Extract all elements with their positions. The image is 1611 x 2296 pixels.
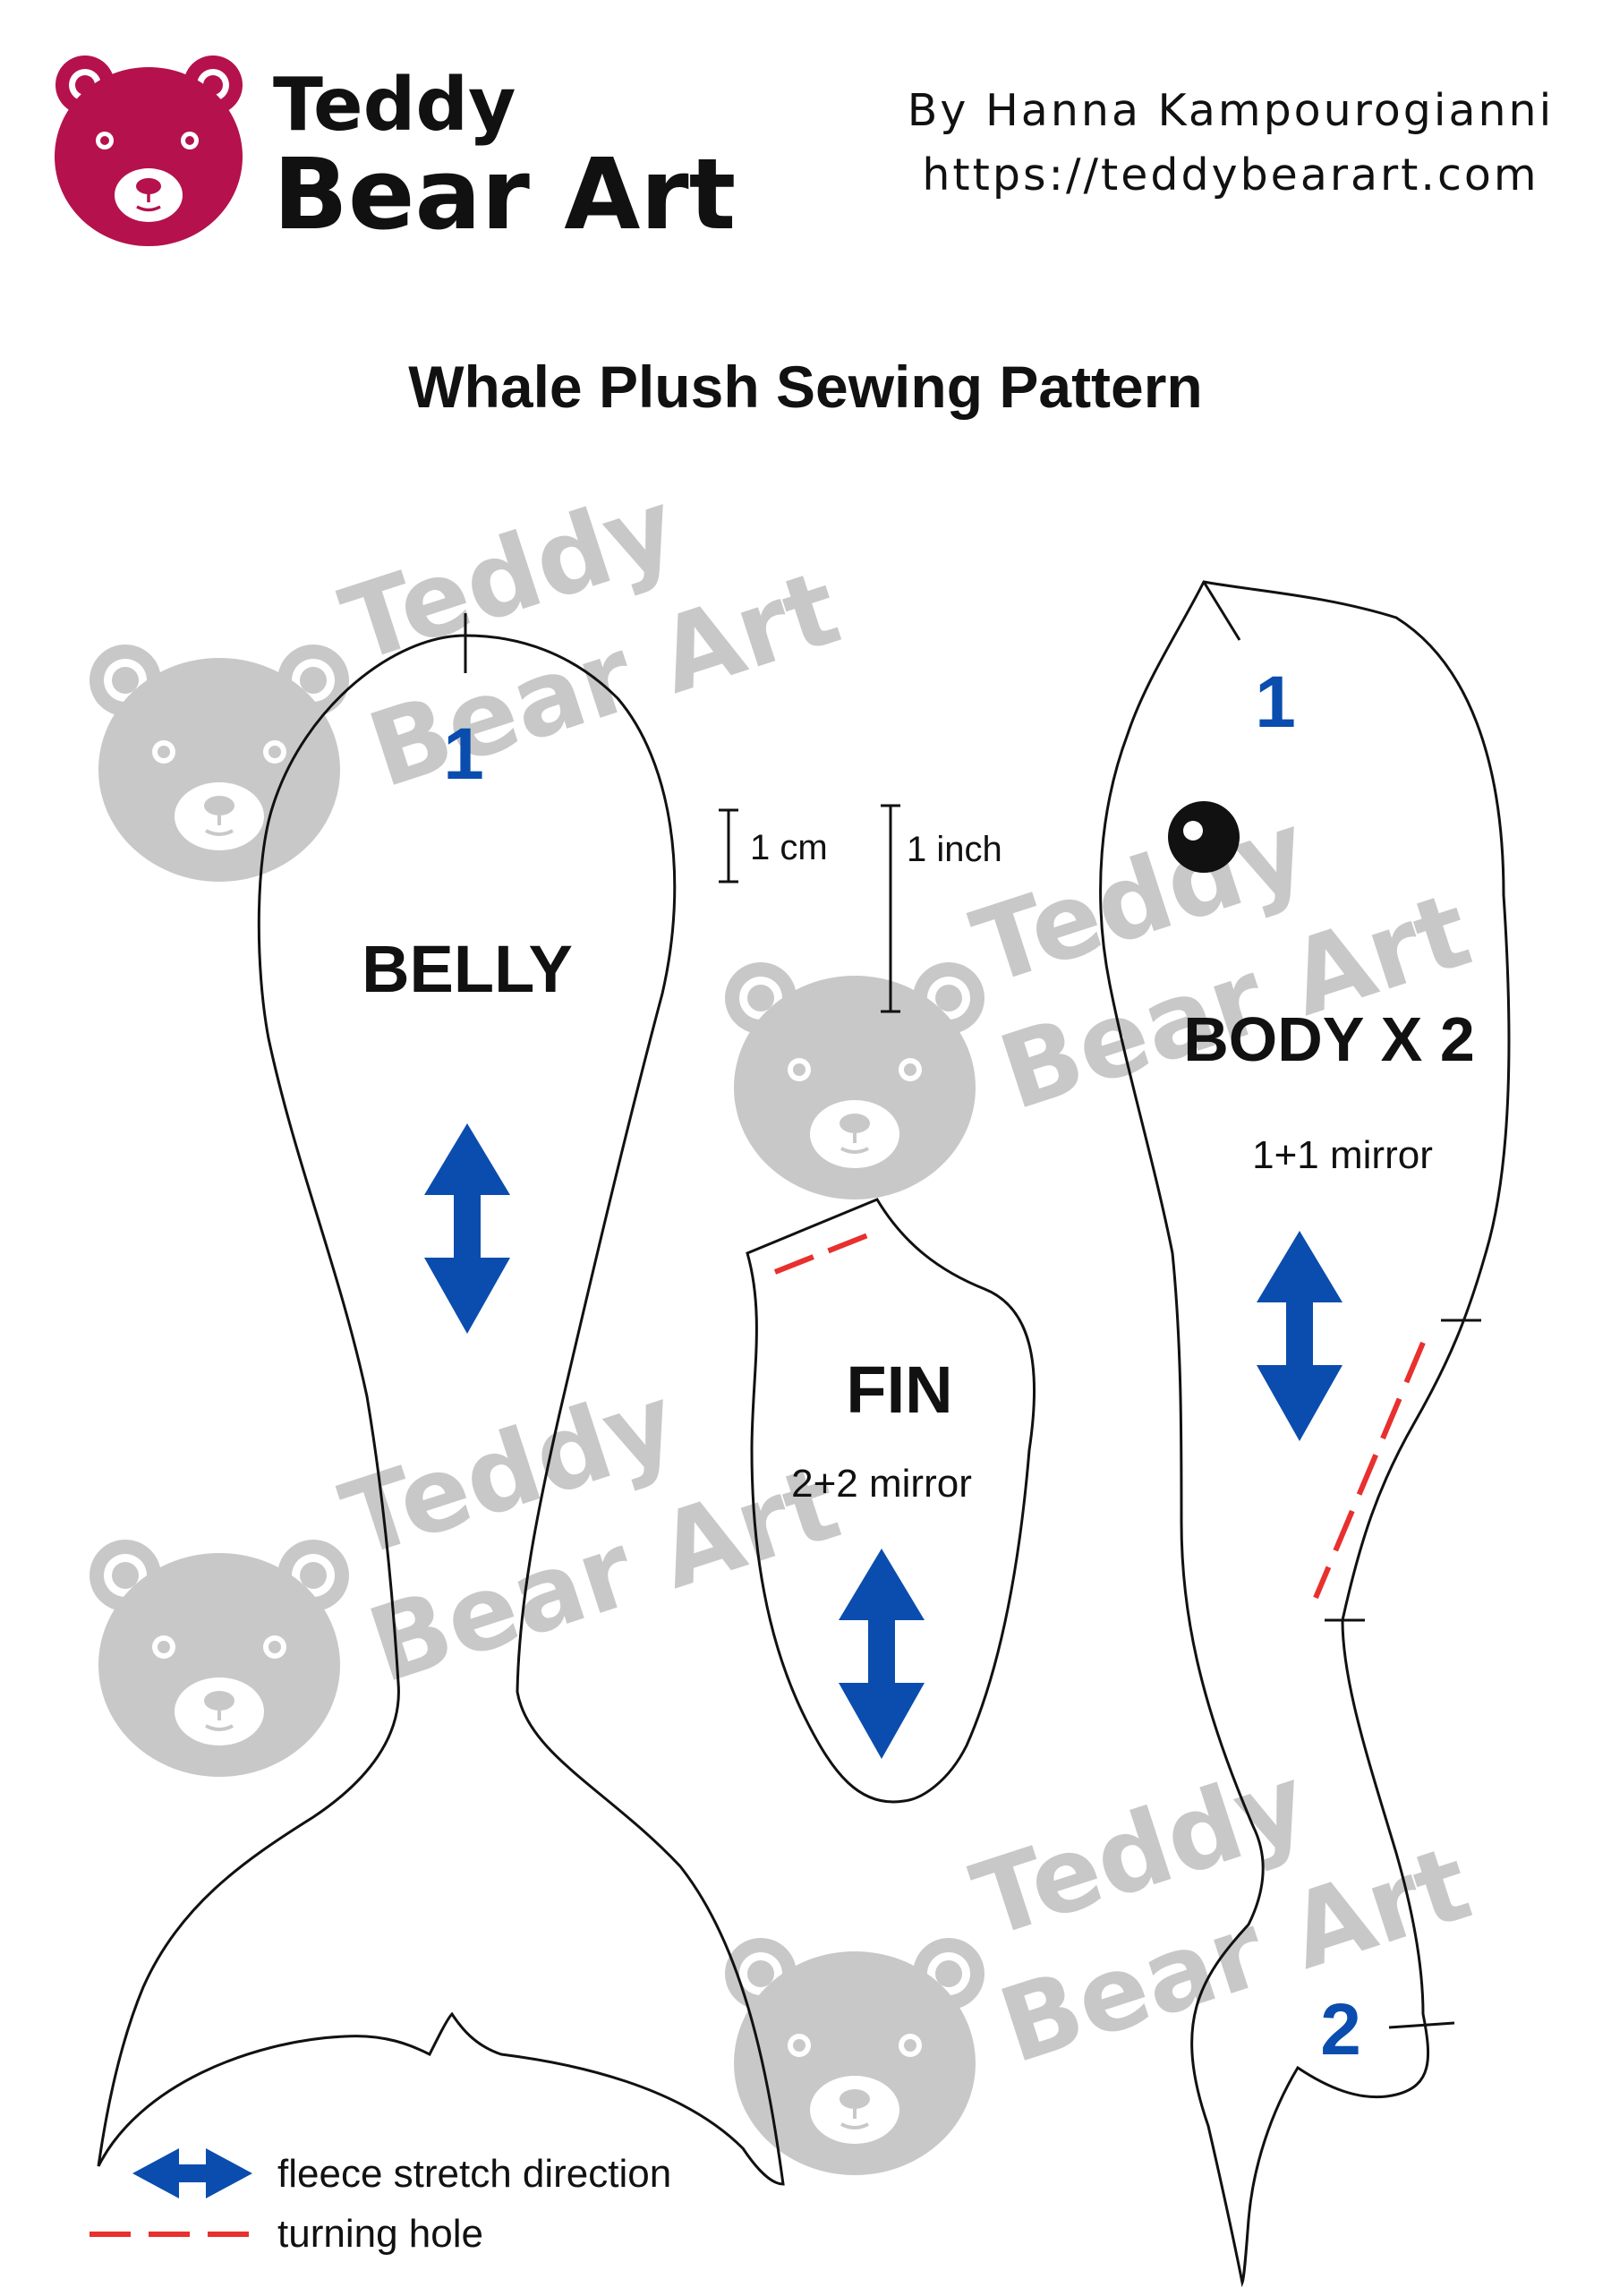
watermark-4: Teddy Bear Art [723,1743,1484,2177]
body-mark-2: 2 [1320,1989,1361,2070]
scale-cm-label: 1 cm [750,828,828,867]
page-title: Whale Plush Sewing Pattern [408,354,1203,420]
watermark-1: Teddy Bear Art [88,467,853,883]
body-label: BODY X 2 [1183,1004,1475,1074]
watermark-bear-icon [723,960,986,1201]
brand-logo: Teddy Bear Art [55,55,736,252]
legend: fleece stretch direction turning hole [90,2148,671,2256]
legend-stretch-label: fleece stretch direction [277,2152,671,2196]
brand-name-line-1: Teddy [273,63,516,148]
author-url[interactable]: https://teddybearart.com [922,149,1539,201]
body-outline [1099,580,1511,2288]
belly-outline [97,634,785,2186]
watermark-bear-icon [723,1936,986,2177]
stretch-direction-arrow-icon [1257,1231,1342,1441]
watermark-bear-icon [88,1538,351,1779]
legend-hole-label: turning hole [277,2212,483,2256]
author-byline: By Hanna Kampourogianni [908,85,1554,136]
body-turning-hole [1313,1341,1426,1600]
watermark-3: Teddy Bear Art [88,1362,853,1779]
watermark-bear-icon [88,643,351,883]
scale-inch: 1 inch [881,804,1002,1013]
body-mark-1: 1 [1255,661,1296,743]
scale-inch-label: 1 inch [907,830,1002,869]
fin-piece: FIN 2+2 mirror [746,1198,1036,1804]
teddy-bear-logo-icon [55,55,243,246]
eye-icon [1168,801,1240,873]
belly-mark-1: 1 [443,713,484,795]
belly-label: BELLY [362,932,573,1006]
body-note: 1+1 mirror [1252,1133,1433,1177]
fin-note: 2+2 mirror [791,1462,972,1506]
legend-stretch-arrow-icon [132,2148,252,2198]
stretch-direction-arrow-icon [424,1123,510,1334]
brand-name-line-2: Bear Art [273,137,736,252]
body-piece: 1 BODY X 2 1+1 mirror 2 [1099,580,1511,2288]
fin-label: FIN [846,1353,952,1427]
fin-turning-hole [773,1232,872,1275]
belly-piece: 1 BELLY [97,613,785,2186]
stretch-direction-arrow-icon [839,1549,925,1759]
fin-outline [746,1198,1036,1804]
scale-cm: 1 cm [719,808,828,883]
